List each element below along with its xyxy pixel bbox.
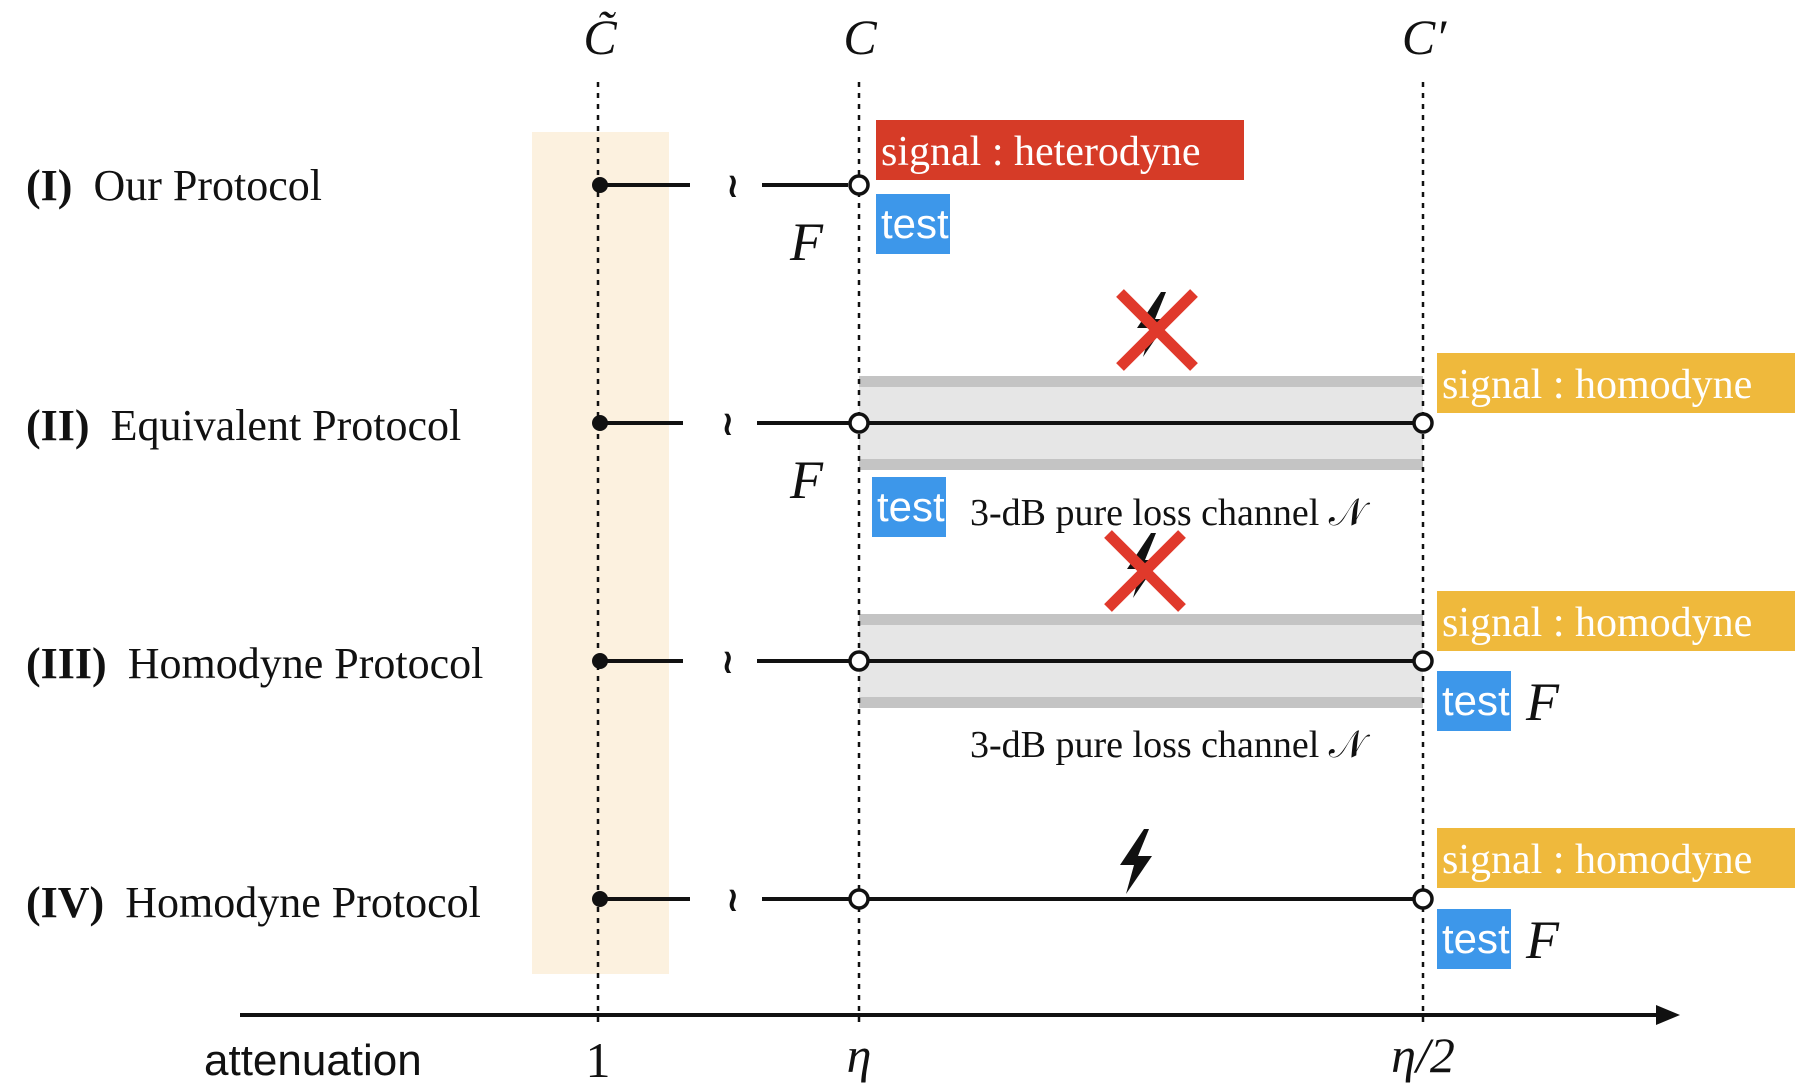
channel-label-3: 3-dB pure loss channel 𝒩 <box>970 724 1371 766</box>
row-4-line <box>592 888 1434 910</box>
tag-test-1 <box>876 194 950 254</box>
channel-label-2: 3-dB pure loss channel 𝒩 <box>970 492 1371 534</box>
tag-signal-heterodyne-text: signal : heterodyne <box>881 129 1201 175</box>
node-c-3 <box>848 650 870 672</box>
tag-signal-homodyne-4 <box>1437 828 1795 888</box>
highlight-band <box>532 132 669 974</box>
tag-test-2-text: test <box>877 483 945 530</box>
node-cprime-2 <box>1412 412 1434 434</box>
start-node-1 <box>592 177 608 193</box>
start-node-2 <box>592 415 608 431</box>
attenuation-axis <box>240 1005 1680 1025</box>
row-roman-1: (I) <box>26 161 72 210</box>
tag-signal-homodyne-2 <box>1437 353 1795 413</box>
cross-icon <box>1104 530 1186 612</box>
row-roman-2: (II) <box>26 401 90 450</box>
row-label-1: (I) Our Protocol <box>26 161 322 210</box>
row-label-3: (III) Homodyne Protocol <box>26 639 483 688</box>
row-name-4: Homodyne Protocol <box>125 878 481 927</box>
row-roman-3: (III) <box>26 639 107 688</box>
tag-test-1-text: test <box>881 200 949 247</box>
wavy-break-2: ≀≀ <box>724 413 732 435</box>
wavy-break-1: ≀≀ <box>729 175 737 197</box>
node-c-2 <box>848 412 870 434</box>
lightning-icon <box>1120 829 1152 894</box>
row-label-2: (II) Equivalent Protocol <box>26 401 461 450</box>
f-label-2: F <box>789 450 824 510</box>
tag-signal-homodyne-4-text: signal : homodyne <box>1442 837 1752 883</box>
wavy-break-4: ≀≀ <box>729 889 737 911</box>
tag-signal-homodyne-3 <box>1437 591 1795 651</box>
axis-label: attenuation <box>204 1036 422 1085</box>
f-label-3: F <box>1525 672 1560 732</box>
tag-signal-homodyne-3-text: signal : homodyne <box>1442 600 1752 646</box>
row-name-2: Equivalent Protocol <box>111 401 462 450</box>
tag-test-3-text: test <box>1442 677 1510 724</box>
row-name-3: Homodyne Protocol <box>128 639 484 688</box>
label-cprime: C′ <box>1402 9 1447 65</box>
tag-test-2 <box>872 477 946 537</box>
axis-tick-eta-half: η/2 <box>1391 1027 1455 1083</box>
label-c: C <box>843 9 877 65</box>
row-label-4: (IV) Homodyne Protocol <box>26 878 481 927</box>
f-label-4: F <box>1525 910 1560 970</box>
row-1-line <box>592 174 870 196</box>
node-cprime-3 <box>1412 650 1434 672</box>
label-ctilde: C̃ <box>583 9 617 65</box>
tag-test-4 <box>1437 909 1511 969</box>
axis-tick-eta: η <box>847 1027 872 1083</box>
axis-tick-1: 1 <box>586 1032 611 1088</box>
tag-test-4-text: test <box>1442 915 1510 962</box>
tag-test-3 <box>1437 671 1511 731</box>
tag-signal-homodyne-2-text: signal : homodyne <box>1442 362 1752 408</box>
node-c-1 <box>848 174 870 196</box>
start-node-4 <box>592 891 608 907</box>
cross-icon <box>1116 289 1198 371</box>
tag-signal-heterodyne <box>876 120 1244 180</box>
row-name-1: Our Protocol <box>93 161 322 210</box>
start-node-3 <box>592 653 608 669</box>
node-cprime-4 <box>1412 888 1434 910</box>
wavy-break-3: ≀≀ <box>724 651 732 673</box>
axis-arrow-icon <box>1656 1005 1680 1025</box>
row-2-line <box>592 412 1434 434</box>
row-roman-4: (IV) <box>26 878 104 927</box>
row-3-line <box>592 650 1434 672</box>
f-label-1: F <box>789 212 824 272</box>
node-c-4 <box>848 888 870 910</box>
